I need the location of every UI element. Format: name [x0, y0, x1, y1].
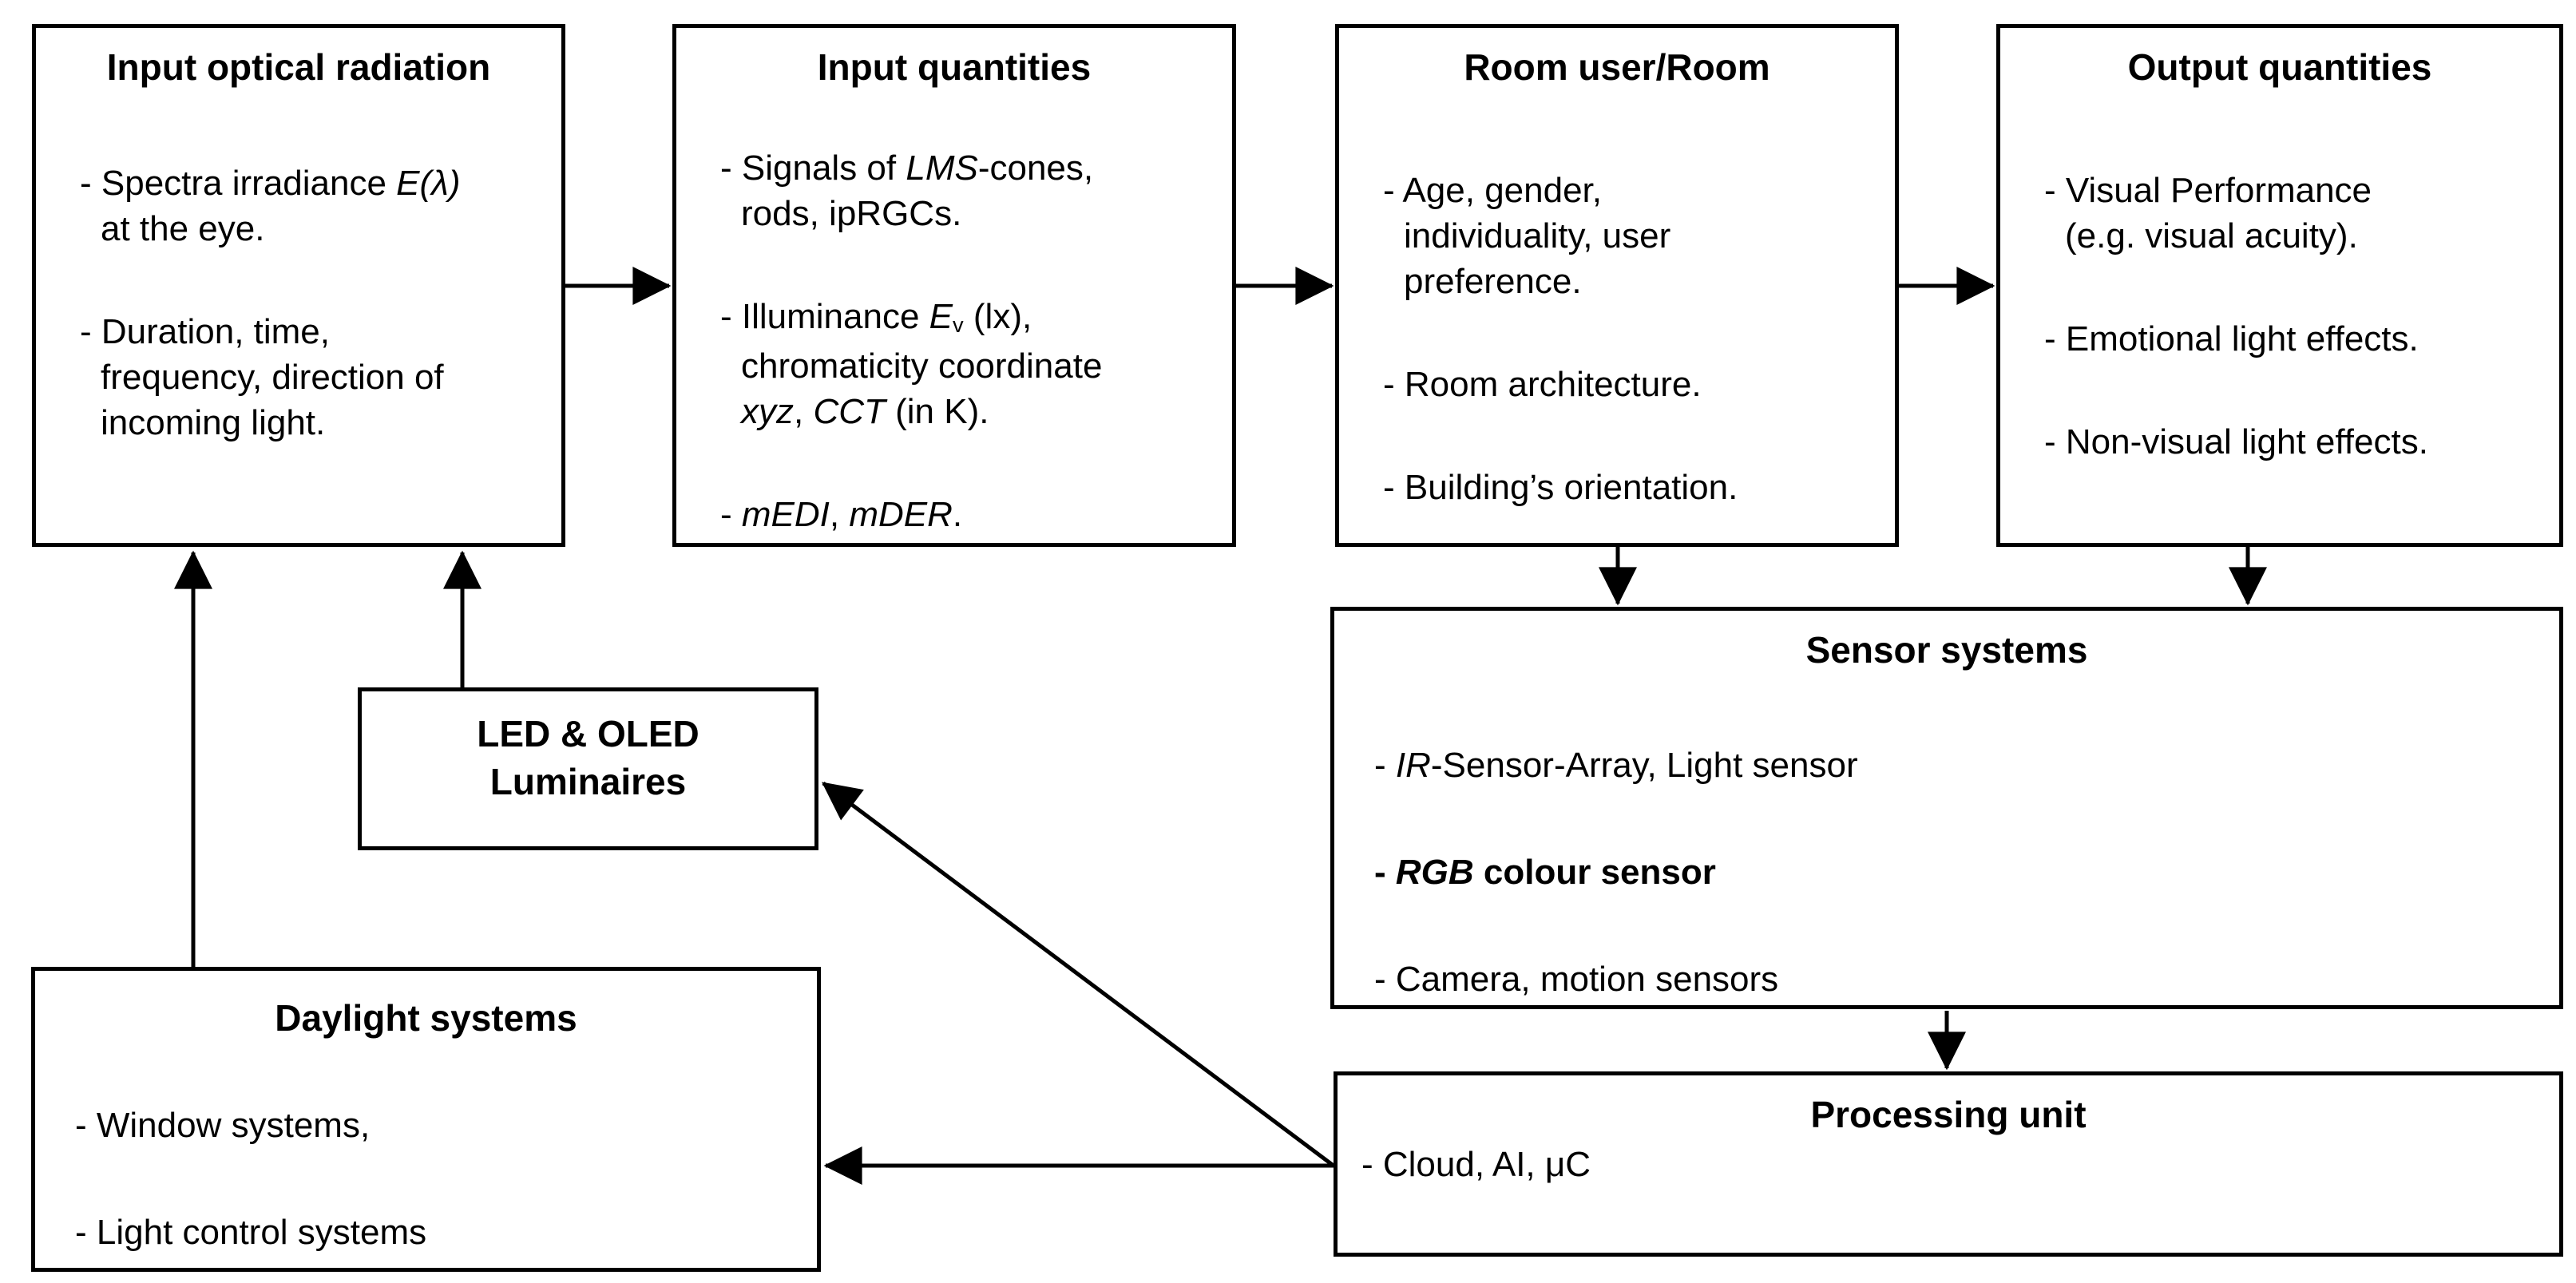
text-line: - Camera, motion sensors [1374, 960, 1779, 999]
text-line: - IR-Sensor-Array, Light sensor [1374, 742, 2553, 788]
box-body: - Signals of LMS-cones, rods, ipRGCs. - … [720, 145, 1226, 537]
text-segment: , [829, 495, 850, 534]
italic-segment: LMS [906, 148, 978, 188]
box-title: Room user/Room [1464, 46, 1770, 88]
box-title: Output quantities [2127, 46, 2432, 88]
box-input-optical-radiation: Input optical radiation - Spectra irradi… [32, 24, 565, 547]
box-output-quantities: Output quantities - Visual Performance (… [1996, 24, 2563, 547]
box-title: Processing unit [1810, 1094, 2087, 1135]
bold-segment: colour sensor [1473, 853, 1716, 892]
title-line: Luminaires [489, 761, 687, 802]
text-line: - RGB colour sensor [1374, 849, 2553, 895]
text-segment: -cones, [977, 148, 1094, 188]
spacer [1374, 788, 2553, 849]
text-segment: (in K). [885, 392, 989, 431]
text-line: - Duration, time, [80, 312, 330, 351]
text-line: - Spectra irradiance E(λ) [80, 160, 555, 206]
text-line: frequency, direction of [101, 358, 444, 397]
box-title: LED & OLED Luminaires [362, 710, 814, 806]
text-line: - Emotional light effects. [2044, 319, 2419, 358]
box-daylight-systems: Daylight systems - Window systems, - Lig… [31, 967, 821, 1272]
spacer [80, 251, 555, 309]
italic-segment: xyz [741, 392, 794, 431]
box-processing-unit: Processing unit - Cloud, AI, μC [1334, 1071, 2563, 1257]
text-line: - Illuminance Ev (lx), [720, 294, 1226, 343]
italic-segment: mEDI [741, 495, 830, 534]
text-line: - Non-visual light effects. [2044, 422, 2428, 461]
text-line: preference. [1404, 262, 1582, 301]
box-body: - Window systems, - Light control system… [75, 1103, 810, 1255]
text-segment: -Sensor-Array, Light sensor [1430, 746, 1858, 785]
text-line: - Window systems, [75, 1106, 371, 1145]
box-room-user-room: Room user/Room - Age, gender, individual… [1335, 24, 1899, 547]
spacer [1383, 304, 1888, 362]
text-segment: - [1374, 746, 1396, 785]
box-title: Sensor systems [1805, 629, 2088, 671]
text-line: - Light control systems [75, 1213, 427, 1252]
box-body: - IR-Sensor-Array, Light sensor - RGB co… [1374, 742, 2553, 1002]
text-line: - Cloud, AI, μC [1361, 1145, 1591, 1184]
spacer [720, 236, 1226, 294]
text-segment: - Illuminance [720, 297, 929, 336]
text-line: - Visual Performance [2044, 171, 2372, 210]
text-line: rods, ipRGCs. [741, 194, 962, 233]
text-segment: , [794, 392, 814, 431]
box-title: Daylight systems [275, 997, 577, 1039]
box-title: Input optical radiation [106, 46, 491, 88]
spacer [2044, 362, 2553, 419]
spacer [75, 1148, 810, 1210]
text-line: - Building’s orientation. [1383, 468, 1738, 507]
text-segment: - Signals of [720, 148, 906, 188]
text-segment: . [952, 495, 963, 534]
italic-segment: mDER [849, 495, 953, 534]
title-line: LED & OLED [477, 713, 699, 754]
box-input-quantities: Input quantities - Signals of LMS-cones,… [672, 24, 1236, 547]
spacer [1383, 407, 1888, 465]
spacer [1374, 895, 2553, 956]
box-title: Input quantities [817, 46, 1092, 88]
italic-segment: E [929, 297, 953, 336]
box-led-oled-luminaires: LED & OLED Luminaires [358, 687, 818, 850]
bold-segment: - [1374, 853, 1396, 892]
text-segment: - [720, 495, 742, 534]
arrow-processing-unit-to-led-luminaires [822, 781, 1335, 1168]
bold-italic-segment: RGB [1395, 853, 1474, 892]
box-body: - Cloud, AI, μC [1361, 1142, 2553, 1187]
text-line: - Room architecture. [1383, 365, 1702, 404]
spacer [720, 434, 1226, 492]
box-body: - Visual Performance (e.g. visual acuity… [2044, 168, 2553, 465]
box-sensor-systems: Sensor systems - IR-Sensor-Array, Light … [1330, 607, 2563, 1009]
text-line: individuality, user [1404, 216, 1671, 255]
text-line: xyz, CCT (in K). [720, 389, 1226, 434]
text-segment: - Spectra irradiance [80, 164, 397, 203]
text-line: at the eye. [101, 209, 265, 248]
spacer [2044, 259, 2553, 316]
subscript-segment: v [953, 311, 964, 337]
text-line: - Age, gender, [1383, 171, 1602, 210]
text-line: (e.g. visual acuity). [2065, 216, 2358, 255]
box-body: - Age, gender, individuality, user prefe… [1383, 168, 1888, 510]
text-line: - Signals of LMS-cones, [720, 145, 1226, 191]
italic-segment: E(λ) [396, 164, 461, 203]
italic-segment: CCT [813, 392, 886, 431]
text-line: incoming light. [101, 403, 326, 442]
italic-segment: IR [1395, 746, 1431, 785]
text-line: - mEDI, mDER. [720, 492, 1226, 537]
text-segment: (lx), [963, 297, 1032, 336]
box-body: - Spectra irradiance E(λ) at the eye. - … [80, 160, 555, 445]
text-line: chromaticity coordinate [741, 346, 1103, 386]
